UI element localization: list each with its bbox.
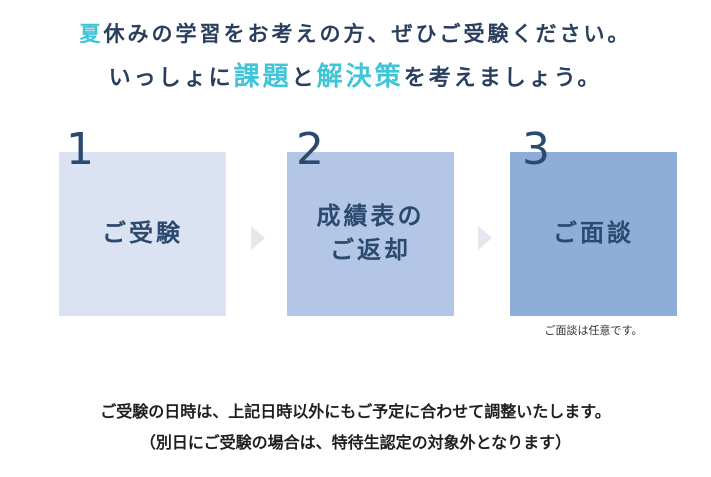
headline-accent-issues: 課題 (233, 62, 292, 92)
step-1-box: ご受験 (59, 152, 226, 316)
headline-line-1-text: 休みの学習をお考えの方、ぜひご受験ください。 (103, 22, 632, 46)
step-2-box: 成績表の ご返却 (287, 152, 454, 316)
headline-line-2-part2: と (291, 66, 317, 91)
step-3-number: 3 (522, 124, 550, 175)
step-3-label: ご面談 (553, 219, 634, 248)
step-1-label: ご受験 (102, 219, 183, 248)
arrow-right-icon (478, 226, 492, 250)
headline-line-2-part1: いっしょに (108, 66, 234, 91)
step-2-number: 2 (296, 124, 324, 175)
arrow-right-icon (251, 226, 265, 250)
footer-line-2: （別日にご受験の場合は、特待生認定の対象外となります） (139, 433, 572, 452)
headline-line-1: 夏休みの学習をお考えの方、ぜひご受験ください。 (0, 18, 711, 48)
footer-line-1: ご受験の日時は、上記日時以外にもご予定に合わせて調整いたします。 (100, 402, 611, 421)
step-2-label-line-2: ご返却 (330, 236, 411, 264)
headline-line-2: いっしょに課題と解決策を考えましょう。 (0, 56, 711, 93)
headline-line-2-part3: を考えましょう。 (403, 66, 603, 91)
headline-accent-summer: 夏 (79, 22, 104, 46)
step-1-number: 1 (66, 124, 94, 175)
headline-accent-solutions: 解決策 (316, 62, 404, 92)
step-2-label-line-1: 成績表の (316, 202, 425, 231)
step-3-box: ご面談 (510, 152, 677, 316)
optional-note: ご面談は任意です。 (544, 324, 643, 337)
